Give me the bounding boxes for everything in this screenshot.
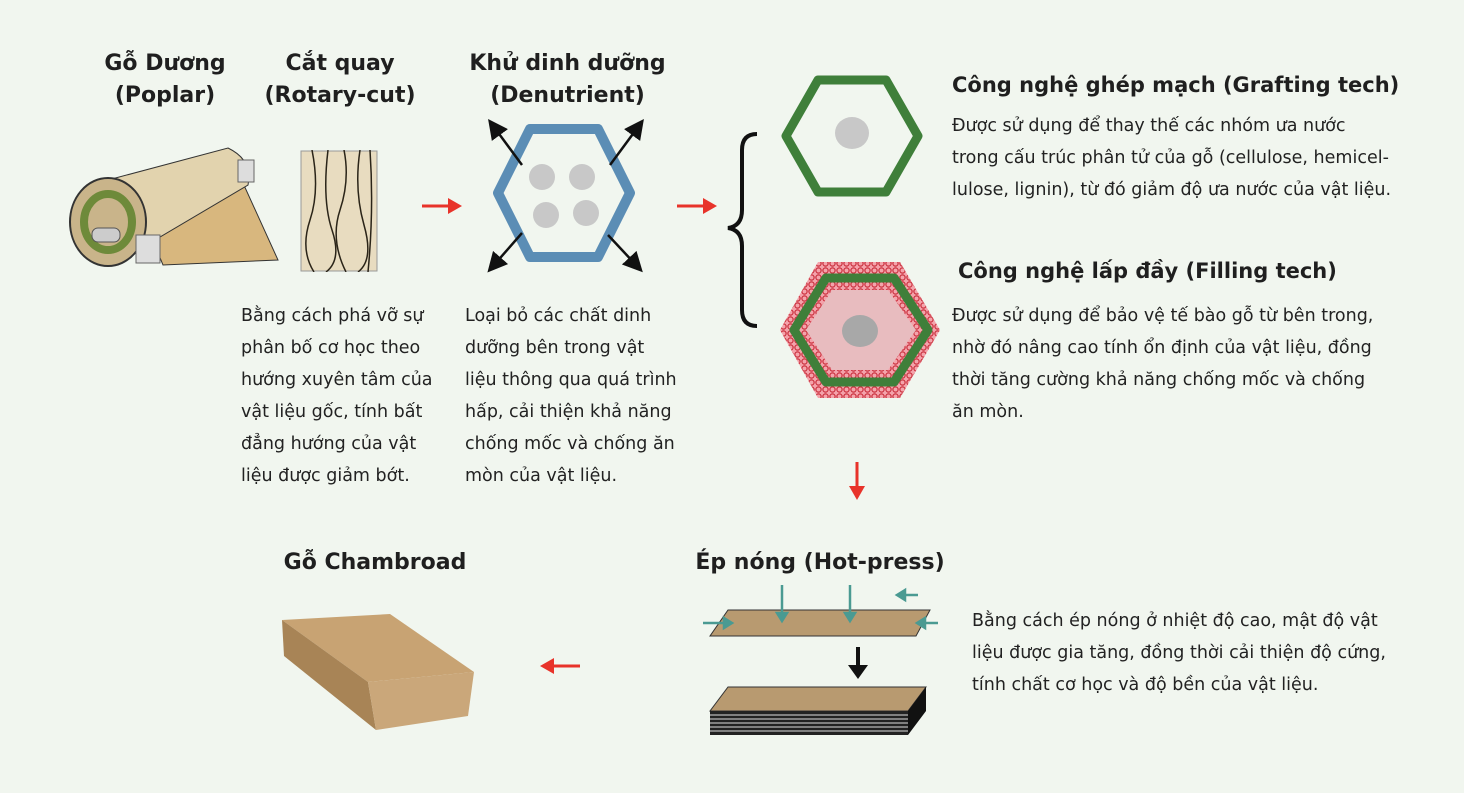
hotpress-title: Ép nóng (Hot-press) <box>695 550 945 575</box>
poplar-subtitle: (Poplar) <box>114 83 216 108</box>
text-line: hấp, cải thiện khả năng <box>465 402 672 422</box>
poplar-heading: Gỗ Dương (Poplar) <box>95 48 235 112</box>
text-line: ăn mòn. <box>952 402 1024 422</box>
rotary-heading: Cắt quay (Rotary-cut) <box>255 48 425 112</box>
arrow-right-icon <box>677 198 717 214</box>
arrow-right-icon <box>422 198 462 214</box>
rotary-title: Cắt quay <box>285 51 395 76</box>
text-line: liệu được giảm bớt. <box>241 466 410 486</box>
poplar-title: Gỗ Dương <box>104 51 226 76</box>
text-line: Được sử dụng để bảo vệ tế bào gỗ từ bên … <box>952 306 1374 326</box>
rotary-subtitle: (Rotary-cut) <box>264 83 416 108</box>
text-line: chống mốc và chống ăn <box>465 434 675 454</box>
text-line: dưỡng bên trong vật <box>465 338 645 358</box>
filling-cell-illustration <box>780 262 940 398</box>
text-line: Được sử dụng để thay thế các nhóm ưa nướ… <box>952 116 1346 136</box>
text-line: hướng xuyên tâm của <box>241 370 433 390</box>
text-line: nhờ đó nâng cao tính ổn định của vật liệ… <box>952 338 1372 358</box>
grafting-cell-illustration <box>781 75 923 197</box>
rotary-description: Bằng cách phá vỡ sự phân bố cơ học theo … <box>241 300 433 492</box>
filling-title: Công nghệ lấp đầy (Filling tech) <box>958 259 1337 283</box>
hotpress-description: Bằng cách ép nóng ở nhiệt độ cao, mật độ… <box>972 605 1386 701</box>
arrow-left-icon <box>540 658 580 674</box>
hotpress-illustration <box>703 585 938 735</box>
curly-brace-icon <box>727 132 758 328</box>
text-line: lulose, lignin), từ đó giảm độ ưa nước c… <box>952 180 1392 200</box>
text-line: phân bố cơ học theo <box>241 338 421 358</box>
text-line: Bằng cách phá vỡ sự <box>241 306 424 326</box>
poplar-log-illustration <box>69 147 279 267</box>
text-line: Bằng cách ép nóng ở nhiệt độ cao, mật độ… <box>972 611 1378 631</box>
filling-description: Được sử dụng để bảo vệ tế bào gỗ từ bên … <box>952 300 1373 428</box>
text-line: vật liệu gốc, tính bất <box>241 402 423 422</box>
text-line: thời tăng cường khả năng chống mốc và ch… <box>952 370 1366 390</box>
denutrient-heading: Khử dinh dưỡng (Denutrient) <box>460 48 675 112</box>
denutrient-title: Khử dinh dưỡng <box>469 51 666 76</box>
text-line: Loại bỏ các chất dinh <box>465 306 652 326</box>
text-line: đẳng hướng của vật <box>241 434 417 454</box>
text-line: liệu thông qua quá trình <box>465 370 677 390</box>
denutrient-subtitle: (Denutrient) <box>490 83 645 108</box>
denutrient-cell-illustration <box>487 118 644 273</box>
grafting-description: Được sử dụng để thay thế các nhóm ưa nướ… <box>952 110 1391 206</box>
text-line: tính chất cơ học và độ bền của vật liệu. <box>972 675 1319 695</box>
denutrient-description: Loại bỏ các chất dinh dưỡng bên trong vậ… <box>465 300 677 492</box>
text-line: trong cấu trúc phân tử của gỗ (cellulose… <box>952 148 1389 168</box>
grafting-title: Công nghệ ghép mạch (Grafting tech) <box>952 73 1400 97</box>
chambroad-title: Gỗ Chambroad <box>283 550 467 575</box>
chambroad-board-illustration <box>282 614 474 730</box>
text-line: liệu được gia tăng, đồng thời cải thiện … <box>972 643 1386 663</box>
veneer-sheet-illustration <box>300 150 378 272</box>
arrow-down-icon <box>849 462 865 500</box>
text-line: mòn của vật liệu. <box>465 466 618 486</box>
